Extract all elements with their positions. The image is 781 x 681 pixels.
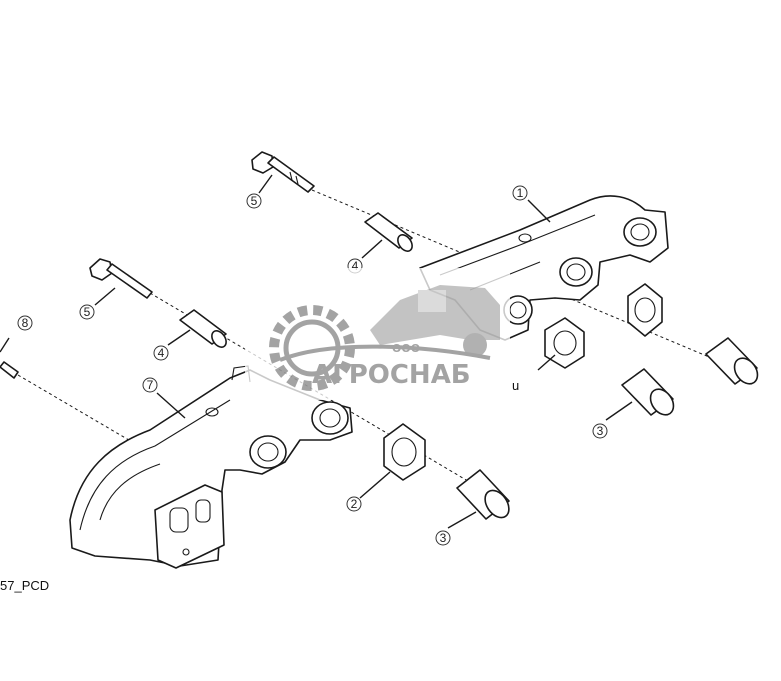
- callout-4-upper-label: 4: [352, 259, 359, 273]
- callout-3-lower-label: 3: [440, 531, 447, 545]
- sleeve-lower: [179, 309, 227, 348]
- sleeve-3-lower: [456, 469, 510, 520]
- callout-7: 7: [142, 377, 158, 393]
- callout-4-lower-label: 4: [158, 346, 165, 360]
- callout-8: 8: [17, 315, 33, 331]
- callout-5-upper: 5: [246, 193, 262, 209]
- pin: [0, 361, 19, 379]
- sleeve-upper: [364, 212, 413, 252]
- callout-5-lower: 5: [79, 304, 95, 320]
- leader-lines: [0, 174, 633, 529]
- gasket-upper-middle: [544, 317, 585, 369]
- callout-2-label: 2: [351, 497, 358, 511]
- callout-1: 1: [512, 185, 528, 201]
- gasket-upper-right: [627, 283, 663, 337]
- swoosh-decoration: [279, 344, 491, 362]
- callout-5-upper-label: 5: [251, 194, 258, 208]
- bolt-lower: [89, 258, 153, 299]
- callout-5-lower-label: 5: [84, 305, 91, 319]
- callouts: 1 5 4 5 4 7 8 3: [17, 185, 608, 546]
- watermark-company-form: ООО: [392, 342, 420, 355]
- stray-mark: u: [512, 378, 519, 393]
- callout-3-upper-label: 3: [597, 424, 604, 438]
- callout-2: 2: [346, 496, 362, 512]
- callout-7-label: 7: [147, 378, 154, 392]
- watermark-company-name: АГРОСНАБ: [312, 360, 471, 390]
- figure-code: 57_PCD: [0, 578, 49, 593]
- sleeve-3-upper-middle: [621, 368, 675, 416]
- gasket-lower: [383, 423, 426, 481]
- watermark: ООО АГРОСНАБ: [245, 268, 510, 400]
- callout-3-lower: 3: [435, 530, 451, 546]
- callout-3-upper: 3: [592, 423, 608, 439]
- callout-1-label: 1: [517, 186, 524, 200]
- callout-4-lower: 4: [153, 345, 169, 361]
- callout-8-label: 8: [22, 316, 29, 330]
- sleeve-3-upper-right: [705, 337, 759, 385]
- bolt-upper: [251, 151, 315, 193]
- combine-harvester-icon: [370, 285, 500, 357]
